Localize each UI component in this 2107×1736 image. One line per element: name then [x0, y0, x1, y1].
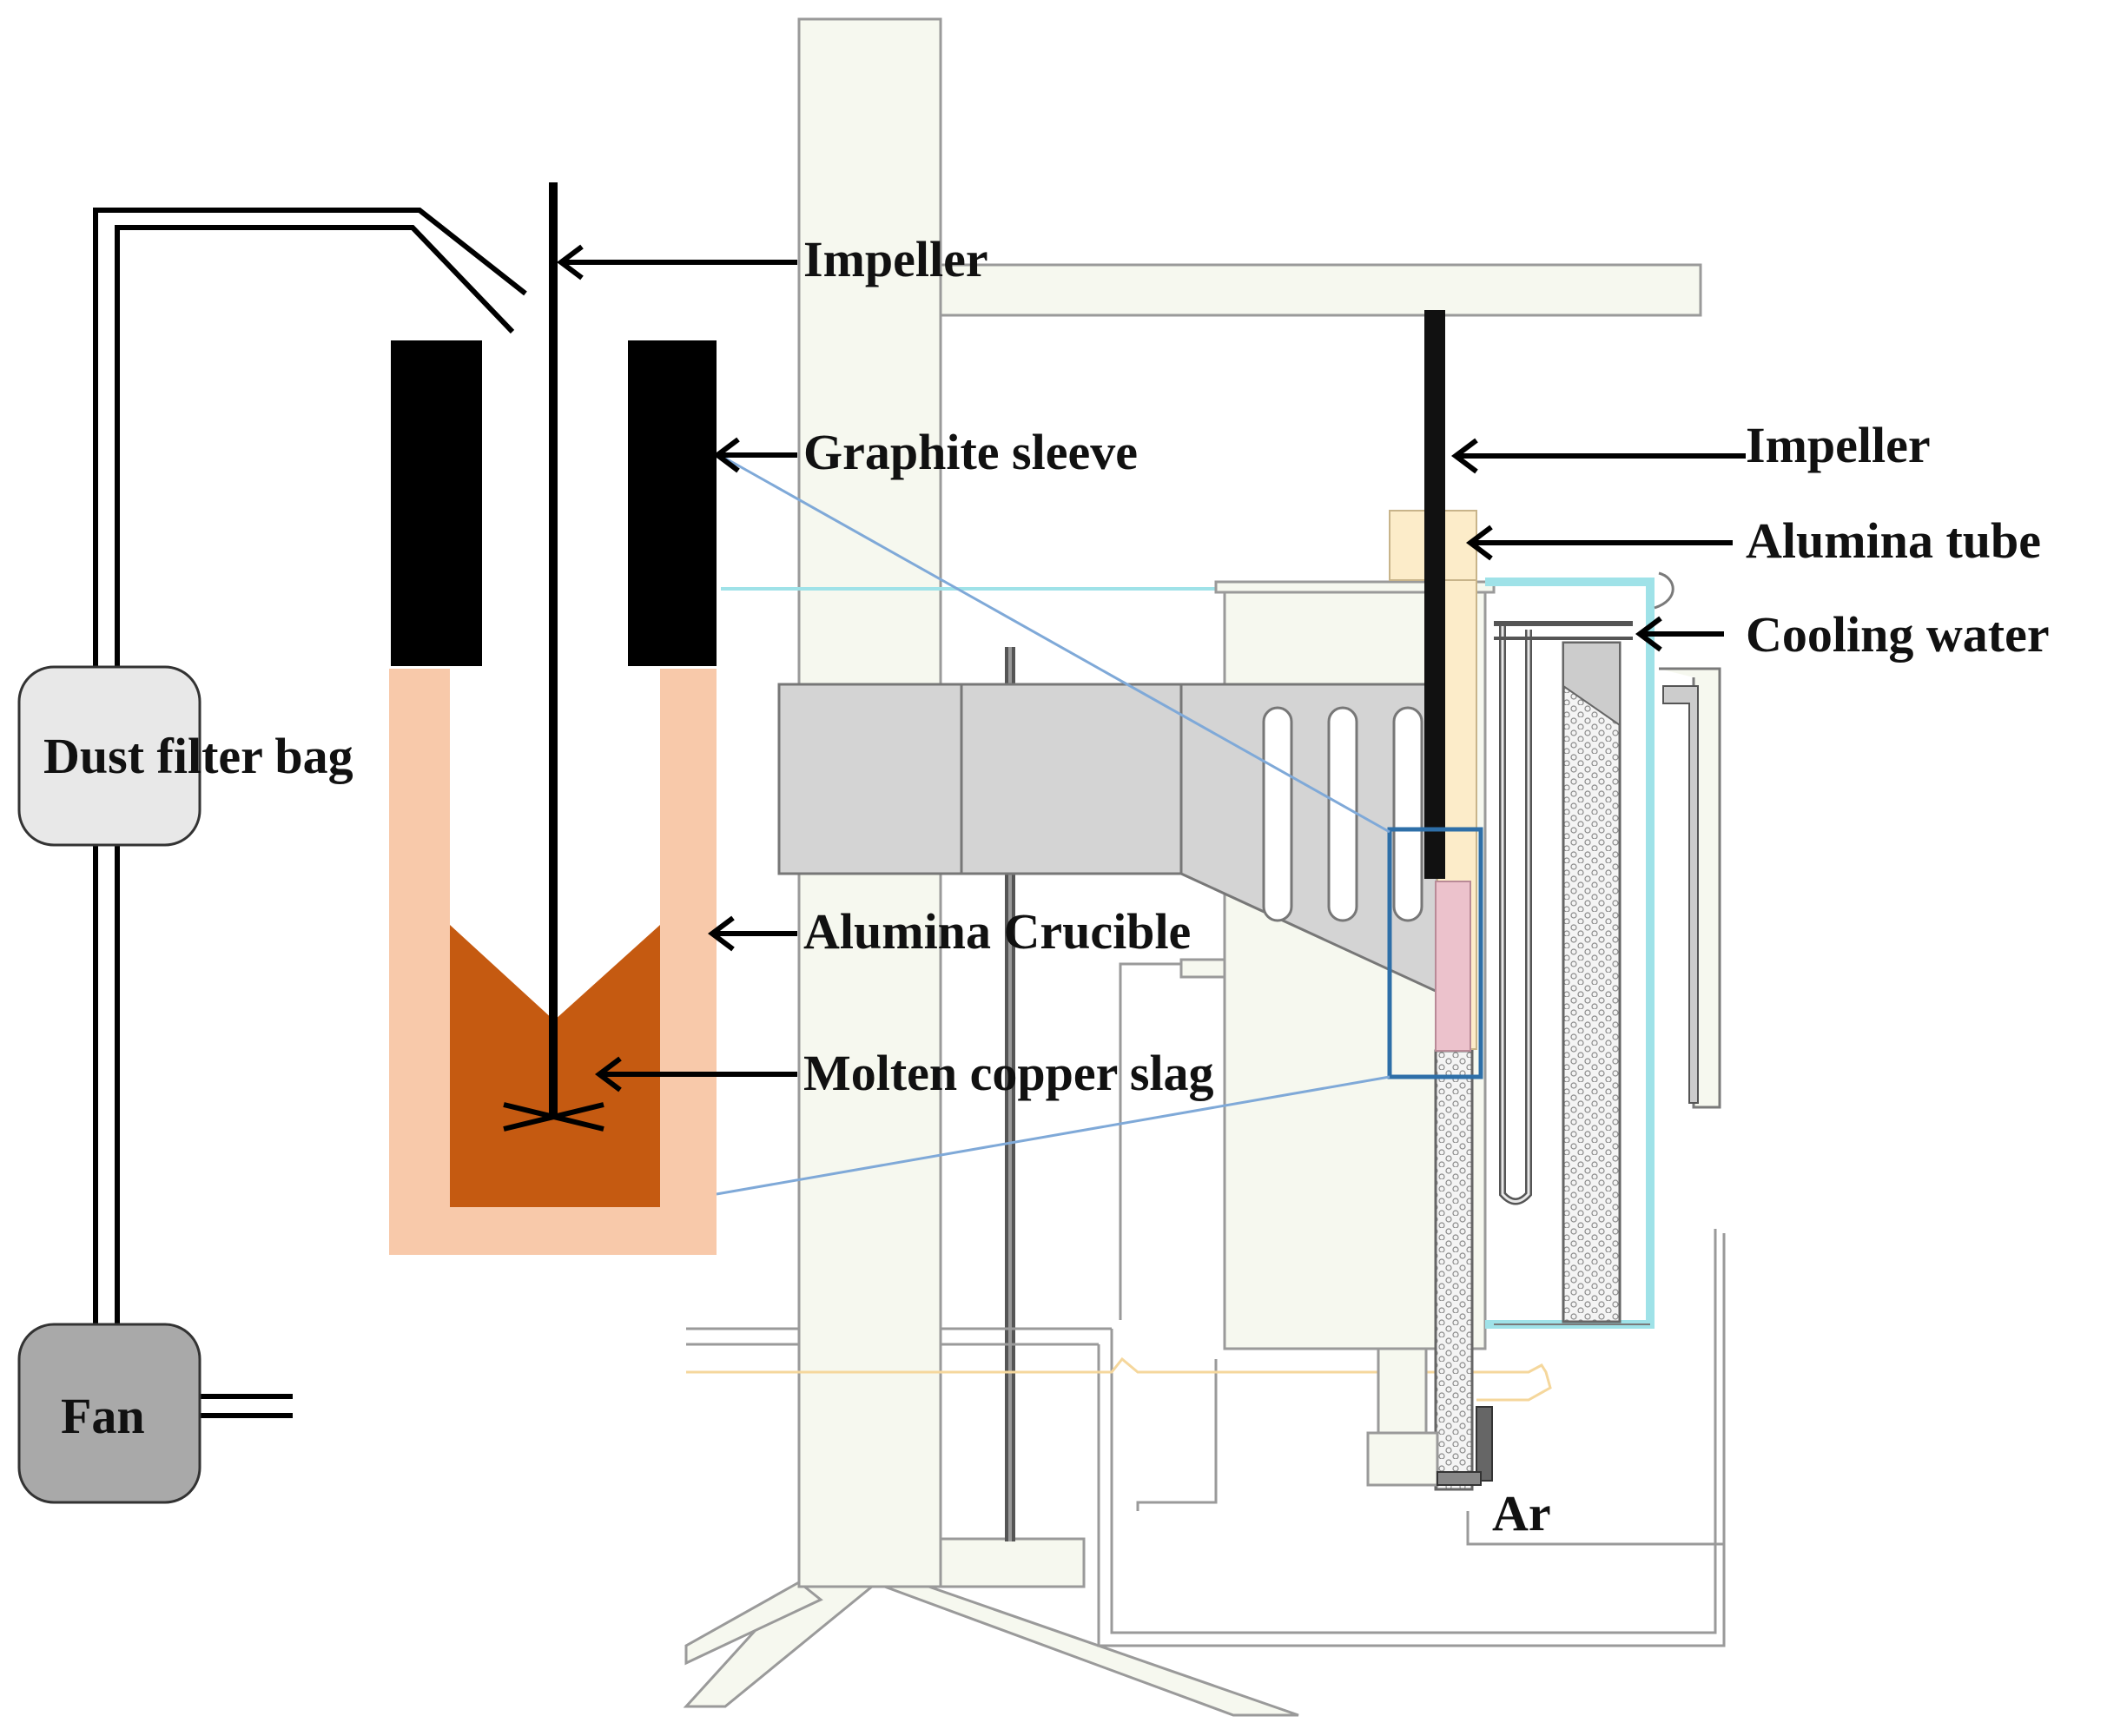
- label-alumina-tube: Alumina tube: [1746, 512, 2041, 569]
- insulation-right: [1562, 641, 1622, 1323]
- zoom-leader-top: [716, 452, 1390, 834]
- impeller-shaft-right: [1424, 310, 1445, 879]
- label-arrows: [557, 244, 1746, 1092]
- label-molten-copper-slag: Molten copper slag: [803, 1045, 1214, 1101]
- sample-crucible: [1435, 881, 1471, 1052]
- furnace-apparatus: [683, 17, 1726, 1717]
- top-beam: [939, 263, 1702, 317]
- label-impeller-right: Impeller: [1746, 417, 1931, 473]
- graphite-sleeve-left: [391, 340, 482, 666]
- pipes: [686, 962, 1726, 1647]
- label-impeller-left: Impeller: [803, 231, 988, 287]
- insulation-center: [1434, 1049, 1474, 1491]
- dust-filter-bag: [17, 665, 201, 847]
- graphite-sleeve-right: [628, 340, 717, 666]
- stand-legs: [683, 1581, 1299, 1717]
- exhaust-piping: [93, 208, 527, 1418]
- bracket: [777, 683, 1439, 994]
- label-ar: Ar: [1492, 1485, 1551, 1541]
- base-plate: [939, 1537, 1086, 1588]
- label-dust-filter-bag: Dust filter bag: [43, 728, 353, 784]
- label-fan: Fan: [61, 1388, 145, 1444]
- impeller-blades: [503, 1102, 604, 1132]
- zoom-leader-bottom: [716, 1075, 1390, 1196]
- alumina-crucible: [389, 669, 717, 1255]
- label-graphite-sleeve: Graphite sleeve: [803, 424, 1138, 480]
- zoom-box: [1387, 827, 1483, 1079]
- label-alumina-crucible: Alumina Crucible: [803, 903, 1191, 960]
- fan: [17, 1323, 201, 1504]
- label-cooling-water: Cooling water: [1746, 606, 2050, 663]
